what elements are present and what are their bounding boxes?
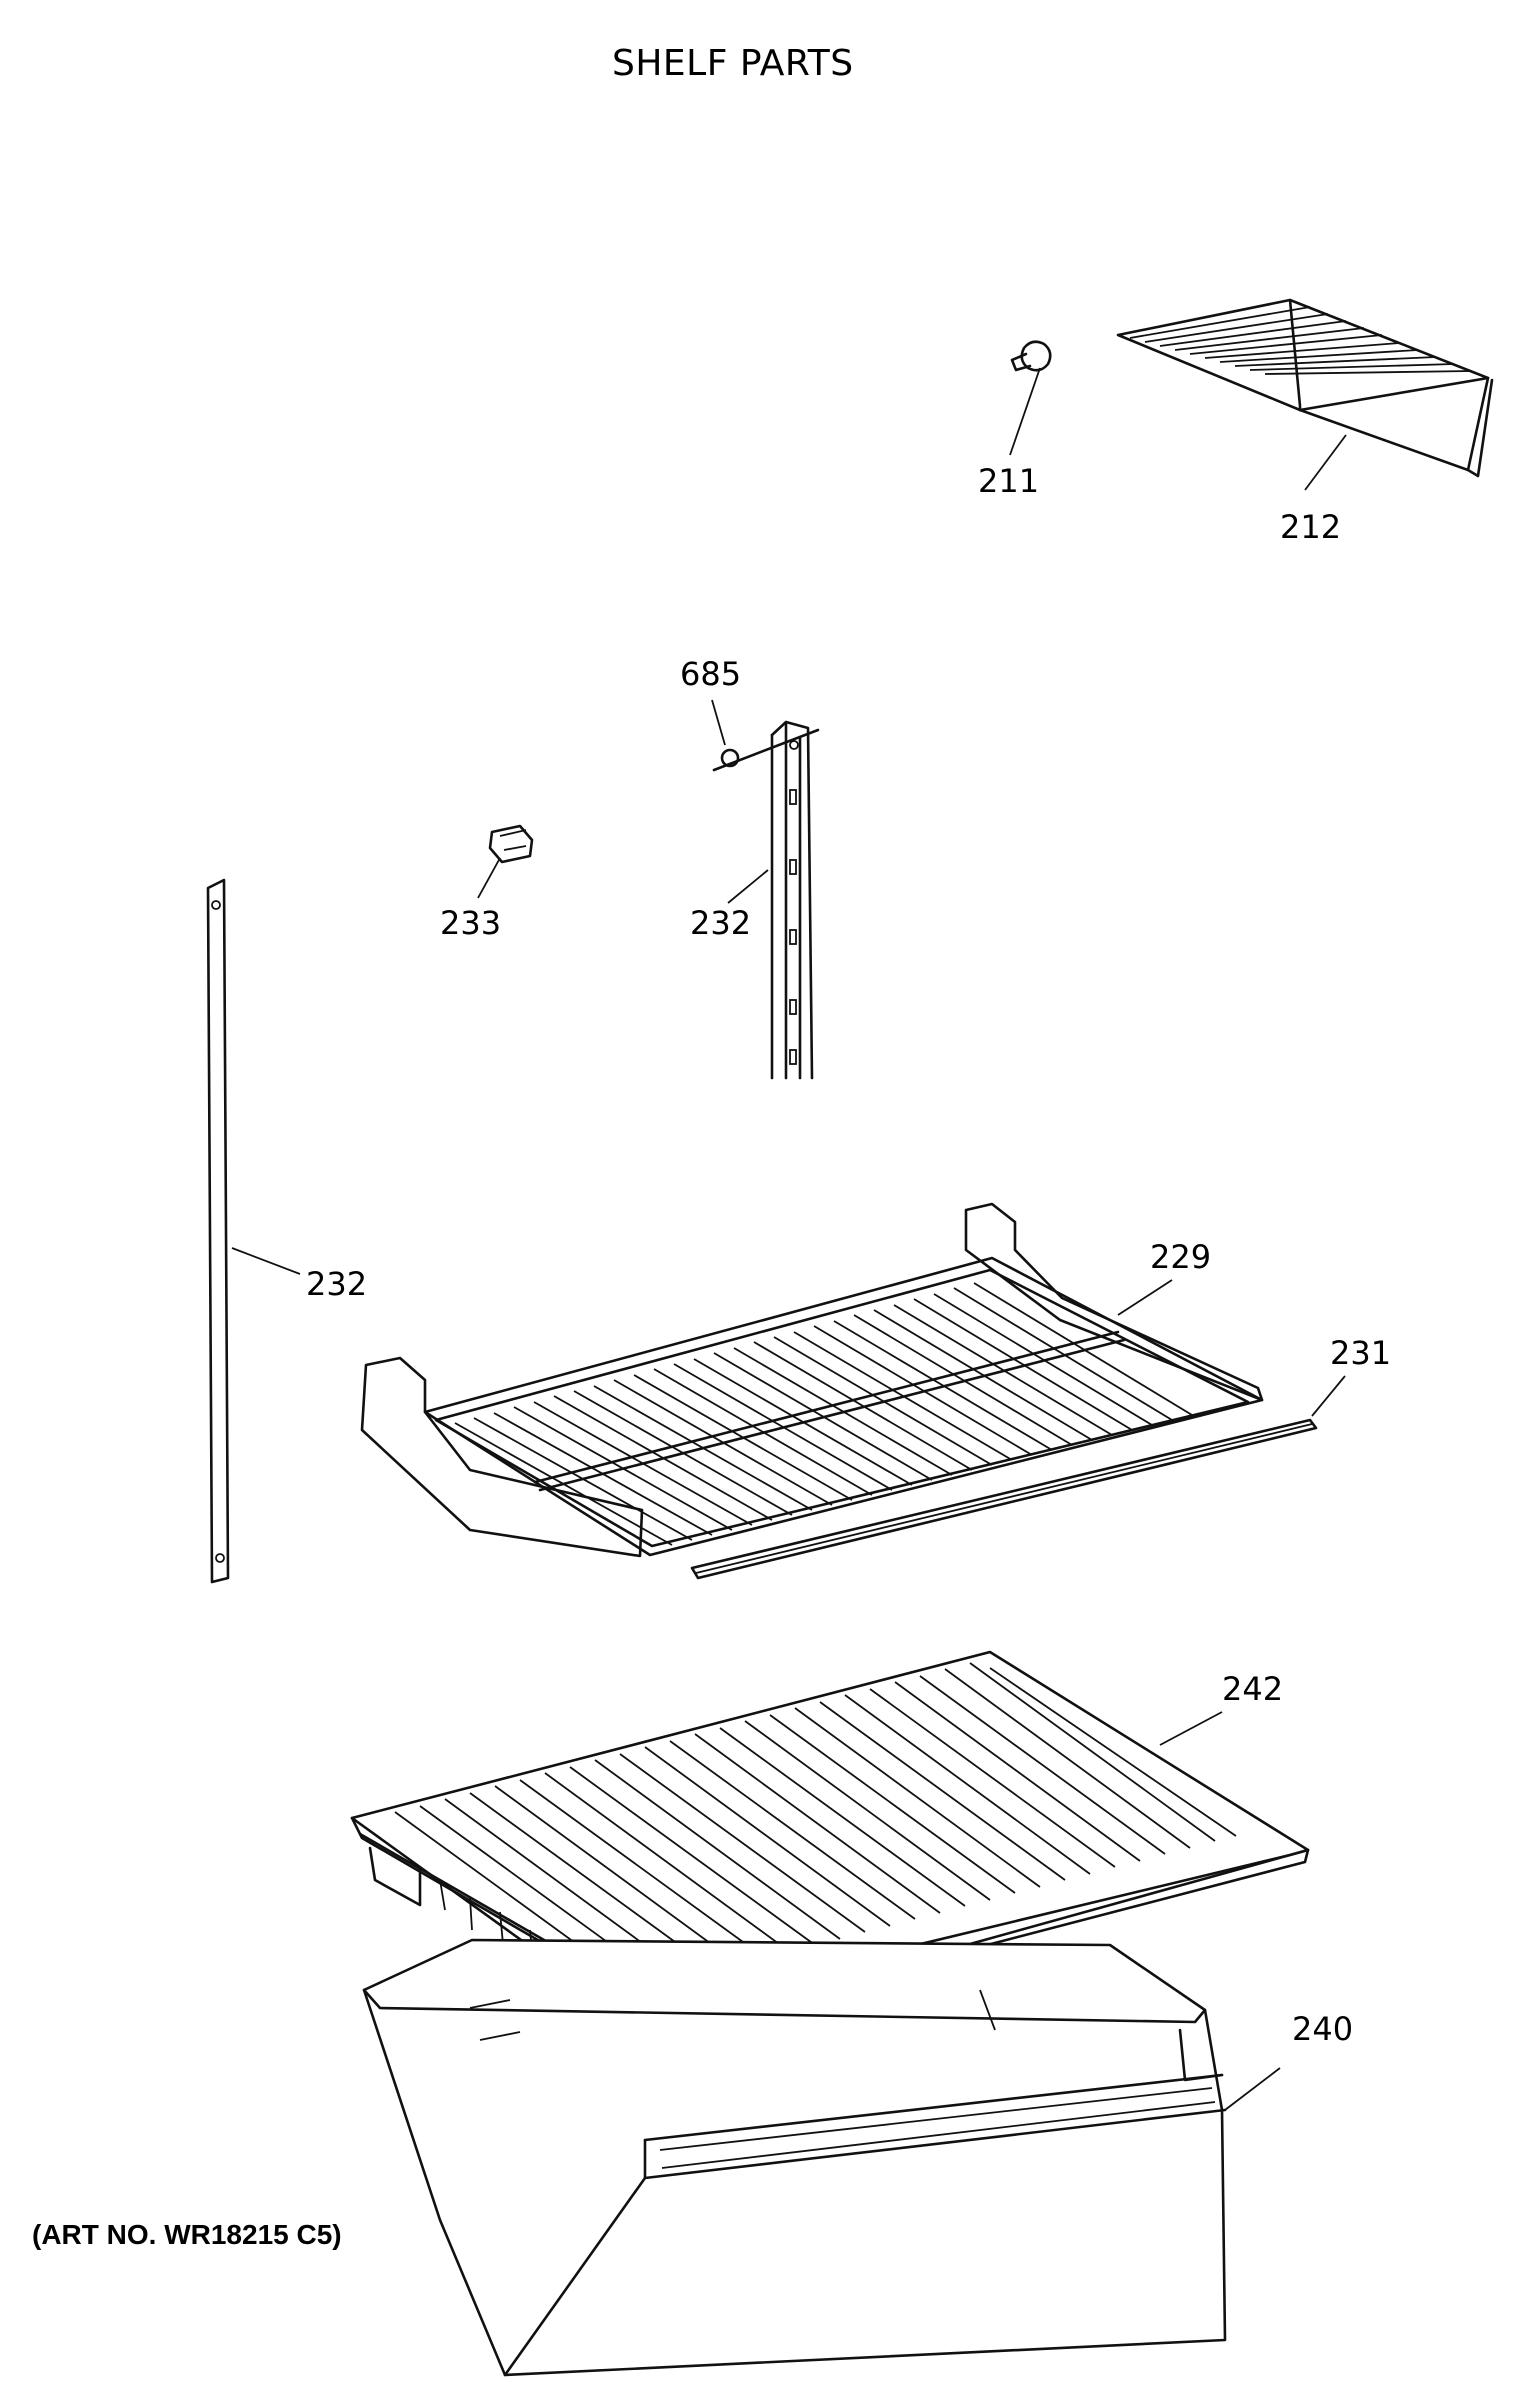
callout-685: 685 — [680, 655, 741, 693]
callout-240: 240 — [1292, 2010, 1353, 2048]
callout-232-left: 232 — [306, 1265, 367, 1303]
leader-232-top — [727, 869, 769, 904]
part-211-shelf-peg — [1010, 340, 1052, 372]
part-240-crisper-pan — [362, 1938, 1227, 2377]
leader-231 — [1311, 1375, 1346, 1417]
part-233-clip — [488, 824, 534, 864]
leader-212 — [1304, 434, 1347, 491]
leader-233 — [477, 857, 501, 899]
leader-229 — [1117, 1279, 1173, 1316]
callout-211: 211 — [978, 462, 1039, 500]
part-232-vertical-rail-top — [770, 720, 814, 1080]
leader-242 — [1159, 1711, 1223, 1746]
part-229-wire-shelf — [360, 1202, 1264, 1558]
part-231-trim-strip — [690, 1418, 1318, 1580]
leader-685 — [711, 699, 726, 746]
callout-232-top: 232 — [690, 904, 751, 942]
diagram-title: SHELF PARTS — [612, 43, 854, 84]
part-685-screw — [712, 728, 820, 772]
leader-240 — [1224, 2067, 1281, 2111]
callout-242: 242 — [1222, 1670, 1283, 1708]
leader-232-left — [231, 1247, 301, 1275]
callout-231: 231 — [1330, 1334, 1391, 1372]
part-232-long-rail — [206, 878, 230, 1584]
part-212-wire-shelf — [1116, 298, 1494, 478]
art-number: (ART NO. WR18215 C5) — [32, 2219, 342, 2250]
callout-229: 229 — [1150, 1238, 1211, 1276]
leader-211 — [1009, 367, 1041, 456]
callout-233: 233 — [440, 904, 501, 942]
callout-212: 212 — [1280, 508, 1341, 546]
